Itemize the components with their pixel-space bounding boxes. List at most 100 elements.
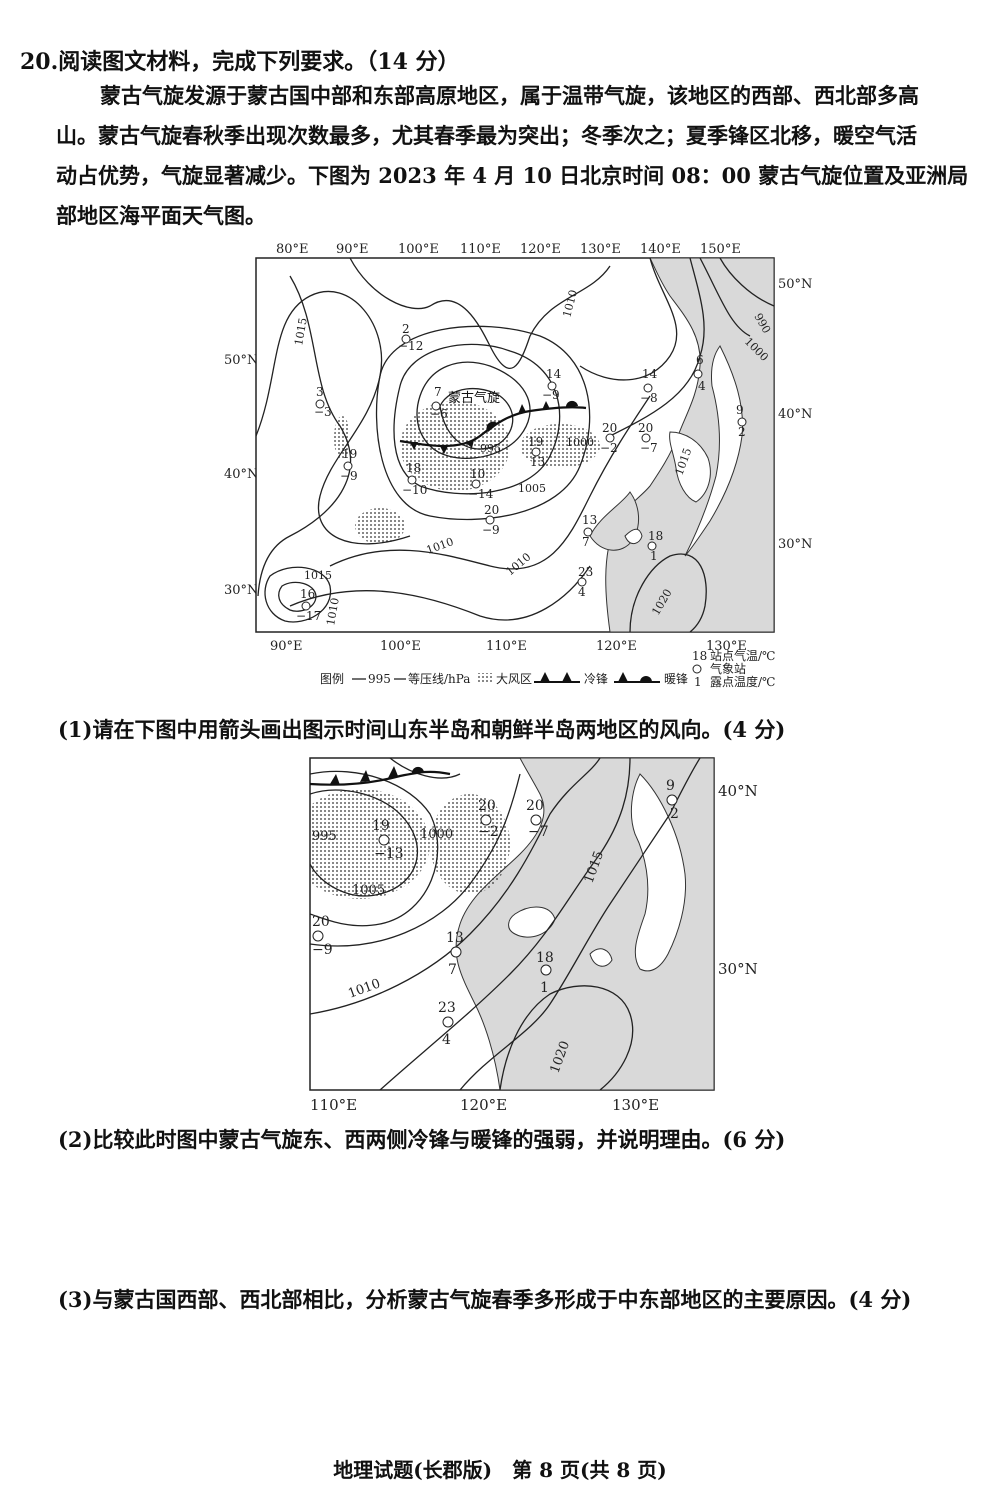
svg-text:−2: −2	[600, 441, 618, 455]
paragraph-line: 动占优势，气旋显著减少。下图为 2023 年 4 月 10 日北京时间 08：0…	[56, 163, 969, 188]
svg-text:−7: −7	[528, 824, 549, 840]
svg-text:19: 19	[372, 818, 390, 834]
svg-text:−12: −12	[398, 339, 423, 353]
svg-text:19: 19	[528, 435, 543, 449]
weather-map-zoom: 995 1000 1005 1010 1015 1020 20−2 20−7 1…	[309, 757, 758, 1114]
japan-islands	[684, 345, 744, 557]
shandong-peninsula	[508, 906, 556, 938]
station: 20−7	[526, 798, 549, 840]
legend-dew-num: 1	[694, 675, 702, 689]
isobar-label: 1000	[566, 436, 594, 449]
svg-text:7: 7	[448, 962, 457, 978]
station: 13 7	[446, 930, 464, 978]
svg-text:14: 14	[642, 367, 658, 381]
cold-front-triangle	[440, 446, 448, 454]
material-paragraph: 蒙古气旋发源于蒙古国中部和东部高原地区，属于温带气旋，该地区的西部、西北部多高 …	[56, 76, 986, 236]
svg-text:20: 20	[484, 503, 499, 517]
svg-text:−9: −9	[312, 942, 333, 958]
lat-label: 30°N	[224, 583, 258, 598]
svg-text:−9: −9	[340, 469, 358, 483]
svg-text:18: 18	[406, 461, 421, 475]
station: 92	[666, 778, 679, 822]
svg-text:4: 4	[442, 1032, 451, 1048]
svg-text:2: 2	[738, 425, 746, 439]
svg-text:−6: −6	[430, 407, 448, 421]
station: 20−9	[482, 503, 500, 537]
shandong-peninsula	[624, 528, 643, 544]
page-footer: 地理试题(长郡版) 第 8 页(共 8 页)	[333, 1458, 667, 1482]
paragraph-line: 部地区海平面天气图。	[56, 203, 266, 228]
lon-label: 100°E	[398, 242, 439, 257]
station: 20−2	[600, 421, 618, 455]
cold-front-triangle	[388, 766, 398, 778]
isobar-label: 995	[480, 442, 501, 455]
station: 16−17	[296, 587, 321, 623]
lat-label: 40°N	[778, 407, 812, 422]
lon-label: 150°E	[700, 242, 741, 257]
lon-label: 140°E	[640, 242, 681, 257]
lon-label: 120°E	[520, 242, 561, 257]
station: 2−12	[398, 322, 423, 353]
station: 10−14	[468, 467, 494, 501]
station: 14−8	[640, 367, 658, 405]
svg-text:9: 9	[736, 403, 744, 417]
svg-text:18: 18	[536, 950, 554, 966]
paragraph-line: 蒙古气旋发源于蒙古国中部和东部高原地区，属于温带气旋，该地区的西部、西北部多高	[100, 83, 919, 108]
svg-text:13: 13	[446, 930, 464, 946]
svg-text:−3: −3	[314, 405, 332, 419]
svg-text:10: 10	[470, 467, 485, 481]
svg-text:7: 7	[582, 535, 590, 549]
svg-text:−13: −13	[374, 846, 404, 862]
lon-label: 90°E	[336, 242, 369, 257]
isobar-label: 1005	[352, 883, 385, 898]
lat-label: 30°N	[718, 960, 758, 978]
legend-station-temp: 站点气温/℃	[710, 648, 775, 663]
isobar-label: 1000	[420, 827, 453, 842]
station: 20−2	[478, 798, 499, 840]
svg-text:2: 2	[670, 806, 679, 822]
svg-text:1: 1	[540, 980, 549, 996]
legend-isobar: 等压线/hPa	[408, 672, 470, 686]
cold-front-triangle	[410, 442, 418, 450]
korea-peninsula	[669, 431, 711, 503]
windy-area	[310, 789, 430, 899]
stations: 2−12 3−3 7−6 14−9 14−8 64 19−9 18−10 10−…	[296, 322, 747, 623]
lon-label: 130°E	[706, 639, 747, 654]
sub-question-1: (1)请在下图中用箭头画出图示时间山东半岛和朝鲜半岛两地区的风向。(4 分)	[58, 717, 786, 742]
isobars	[256, 258, 774, 632]
cold-front-triangle	[466, 440, 474, 448]
question-title: 20.阅读图文材料，完成下列要求。（14 分）	[20, 49, 460, 75]
top-lon-labels: 80°E 90°E 100°E 110°E 120°E 130°E 140°E …	[276, 242, 741, 257]
svg-text:20: 20	[638, 421, 653, 435]
svg-text:20: 20	[312, 914, 330, 930]
sub-question-2: (2)比较此时图中蒙古气旋东、西两侧冷锋与暖锋的强弱，并说明理由。(6 分)	[58, 1127, 786, 1152]
svg-text:4: 4	[698, 379, 706, 393]
lon-label: 110°E	[460, 242, 501, 257]
station: 23 4	[438, 1000, 456, 1048]
legend-dew: 露点温度/℃	[710, 674, 775, 689]
lon-label: 100°E	[380, 639, 421, 654]
svg-text:16: 16	[300, 587, 315, 601]
station: 18−10	[402, 461, 427, 497]
fronts	[399, 400, 587, 454]
sub-question-3: (3)与蒙古国西部、西北部相比，分析蒙古气旋春季多形成于中东部地区的主要原因。(…	[58, 1287, 912, 1312]
isobar-label: 995	[312, 829, 337, 844]
svg-text:−2: −2	[478, 824, 499, 840]
legend-isobar-sample: 995	[368, 672, 391, 686]
isobar-label: 1005	[518, 482, 546, 495]
station: 19 −13	[372, 818, 404, 862]
korea-peninsula	[630, 773, 687, 972]
legend-windy: 大风区	[496, 672, 532, 686]
svg-text:3: 3	[316, 385, 324, 399]
lon-label: 120°E	[596, 639, 637, 654]
lat-label: 40°N	[224, 467, 258, 482]
cold-front-triangle	[542, 401, 550, 410]
station: 7−6	[430, 385, 448, 421]
warm-front-semicircle	[486, 421, 498, 432]
warm-front-semicircle	[411, 766, 424, 774]
islands	[589, 948, 613, 967]
svg-text:23: 23	[438, 1000, 456, 1016]
lon-label: 80°E	[276, 242, 309, 257]
svg-text:−9: −9	[482, 523, 500, 537]
station: 64	[693, 353, 706, 393]
